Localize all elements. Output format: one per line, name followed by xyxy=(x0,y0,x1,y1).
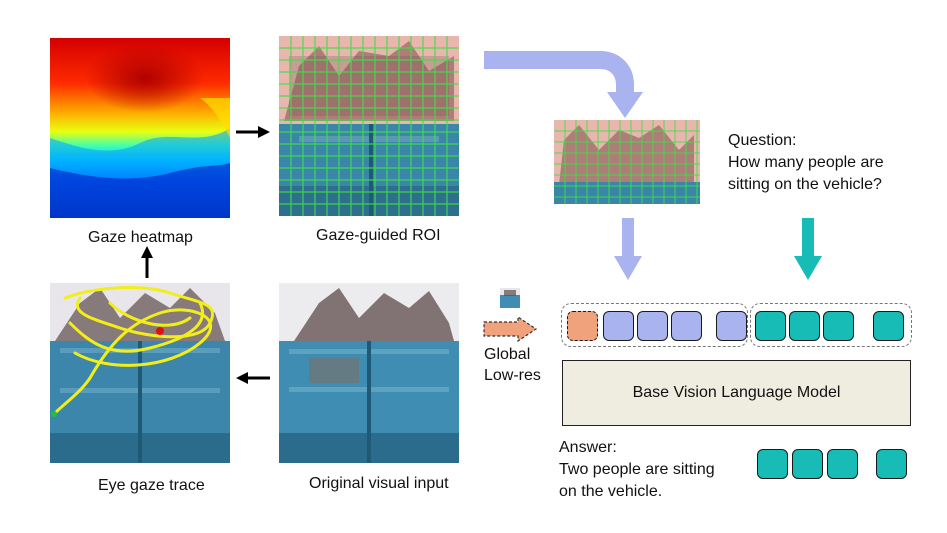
arrow-right-icon xyxy=(236,126,270,138)
image-token xyxy=(671,311,702,341)
answer-token xyxy=(792,449,823,479)
text-token xyxy=(873,311,904,341)
arrow-down-image-icon xyxy=(614,218,642,280)
global-token xyxy=(567,311,598,341)
answer-line-2: on the vehicle. xyxy=(559,483,663,500)
original-input-label: Original visual input xyxy=(309,475,449,492)
original-visual-input-image xyxy=(279,283,459,463)
global-arrow-icon xyxy=(483,316,538,342)
question-line-2: sitting on the vehicle? xyxy=(728,176,882,193)
gaze-roi-image xyxy=(279,36,459,216)
arrow-down-question-icon xyxy=(794,218,822,280)
answer-title: Answer: xyxy=(559,439,617,456)
image-token xyxy=(637,311,668,341)
low-res-label: Low-res xyxy=(484,367,541,384)
curved-arrow-icon xyxy=(484,51,643,118)
text-token xyxy=(755,311,786,341)
image-token-group xyxy=(561,303,748,347)
base-model-label: Base Vision Language Model xyxy=(632,384,841,401)
gaze-heatmap-image xyxy=(50,38,230,218)
question-line-1: How many people are xyxy=(728,154,884,171)
image-token xyxy=(716,311,747,341)
answer-line-1: Two people are sitting xyxy=(559,461,715,478)
cropped-roi-image xyxy=(554,120,700,204)
answer-token xyxy=(757,449,788,479)
eye-gaze-trace-label: Eye gaze trace xyxy=(98,477,205,494)
answer-token xyxy=(876,449,907,479)
image-token xyxy=(603,311,634,341)
global-thumbnail-image xyxy=(500,288,520,308)
global-label: Global xyxy=(484,346,531,363)
arrow-left-icon xyxy=(236,372,270,384)
gaze-roi-label: Gaze-guided ROI xyxy=(316,227,441,244)
arrow-up-icon xyxy=(141,246,153,278)
eye-gaze-trace-image xyxy=(50,283,230,463)
answer-token xyxy=(827,449,858,479)
gaze-heatmap-label: Gaze heatmap xyxy=(88,229,193,246)
base-model-box: Base Vision Language Model xyxy=(562,360,911,426)
text-token xyxy=(823,311,854,341)
question-title: Question: xyxy=(728,132,797,149)
text-token-group xyxy=(750,303,912,347)
text-token xyxy=(789,311,820,341)
